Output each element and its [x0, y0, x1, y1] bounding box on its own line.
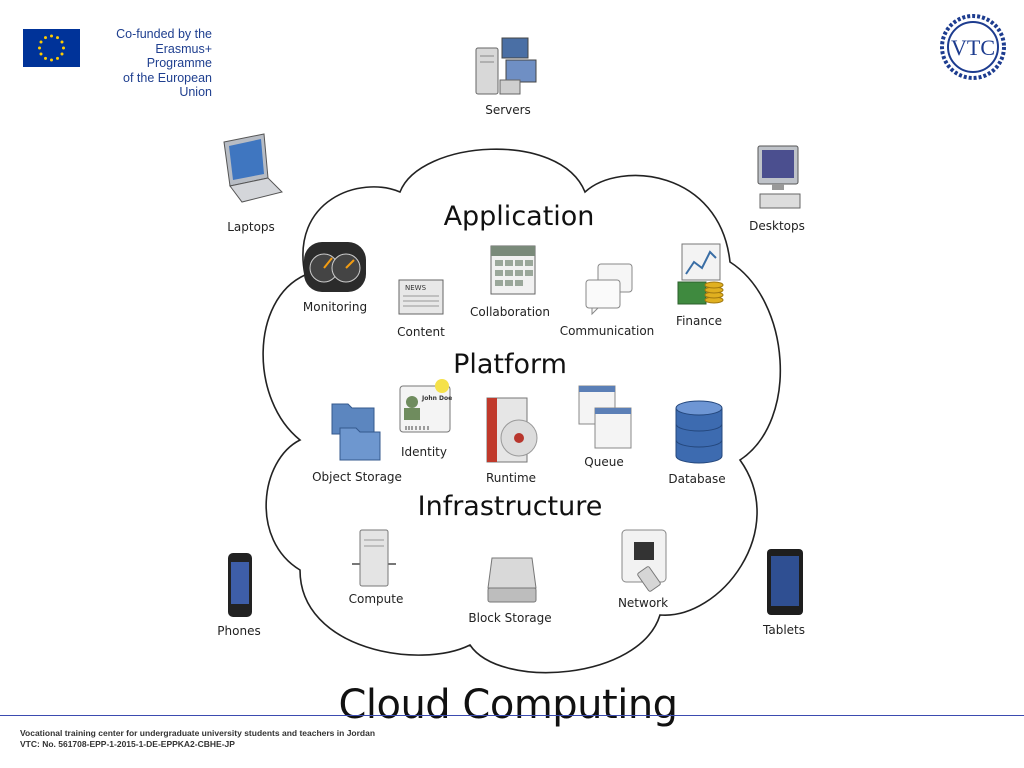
content-label: Content: [397, 325, 445, 339]
runtime-disc-icon: [486, 397, 538, 463]
desktop-icon: [757, 145, 801, 209]
network-label: Network: [617, 596, 669, 610]
phones-label: Phones: [217, 624, 261, 638]
database-icon: [675, 400, 723, 464]
calendar-icon: [490, 245, 536, 295]
eu-caption-line: of the European Union: [123, 70, 212, 100]
runtime-label: Runtime: [485, 471, 537, 485]
identity-card-icon: John Doe: [399, 379, 452, 433]
hard-drive-icon: [487, 557, 537, 603]
queue-windows-icon: [578, 385, 632, 449]
footer-line-1: Vocational training center for undergrad…: [20, 728, 376, 738]
compute-server-icon: [352, 529, 396, 587]
diagram-title: Cloud Computing: [338, 682, 678, 728]
tablets-label: Tablets: [763, 623, 805, 637]
vtc-logo-text: VTC: [951, 35, 995, 60]
chat-bubbles-icon: [585, 263, 633, 316]
identity-card-name: John Doe: [421, 395, 452, 402]
news-icon: NEWS: [398, 279, 444, 315]
eu-caption-line: Erasmus+ Programme: [146, 41, 212, 71]
database-label: Database: [668, 472, 726, 486]
block-storage-label: Block Storage: [468, 611, 552, 625]
servers-label: Servers: [485, 103, 531, 117]
application-heading: Application: [443, 201, 595, 232]
monitoring-label: Monitoring: [302, 300, 368, 314]
queue-label: Queue: [584, 455, 624, 469]
identity-label: Identity: [401, 445, 447, 459]
footer-text: Vocational training center for undergrad…: [20, 728, 375, 750]
footer-line-2: VTC: No. 561708-EPP-1-2015-1-DE-EPPKA2-C…: [20, 739, 235, 749]
eu-caption-line: Co-funded by the: [116, 27, 212, 41]
finance-label: Finance: [676, 314, 722, 328]
eu-caption: Co-funded by the Erasmus+ Programme of t…: [88, 27, 212, 100]
monitoring-gauge-icon: [304, 242, 366, 292]
compute-label: Compute: [348, 592, 404, 606]
desktops-label: Desktops: [749, 219, 805, 233]
vtc-logo-icon: VTC: [940, 14, 1006, 80]
finance-chart-icon: [677, 243, 724, 305]
folder-icon: [331, 403, 381, 461]
platform-heading: Platform: [453, 349, 567, 380]
object-storage-label: Object Storage: [312, 470, 402, 484]
footer-divider: [0, 715, 1024, 716]
infrastructure-heading: Infrastructure: [417, 491, 603, 522]
collaboration-label: Collaboration: [470, 305, 550, 319]
network-port-icon: [621, 529, 667, 592]
tablet-icon: [767, 549, 803, 615]
news-icon-text: NEWS: [405, 284, 427, 292]
eu-flag-icon: [23, 29, 80, 67]
phone-icon: [228, 553, 252, 617]
communication-label: Communication: [559, 324, 655, 338]
servers-icon: [475, 37, 537, 95]
laptop-icon: [223, 133, 283, 203]
laptops-label: Laptops: [227, 220, 275, 234]
